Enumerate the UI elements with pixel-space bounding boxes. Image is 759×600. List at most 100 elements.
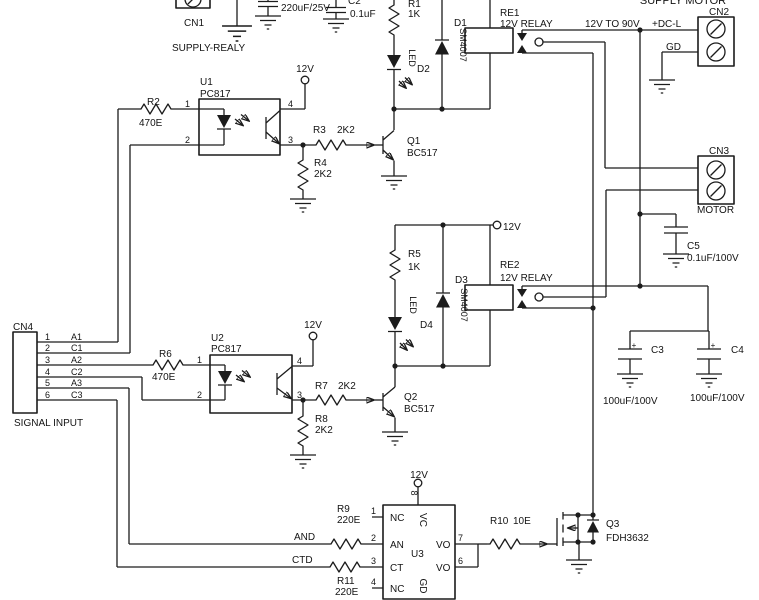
d3-ref: D3 (455, 275, 468, 286)
relay-re1-contacts (517, 30, 698, 169)
optocoupler-u2 (209, 331, 318, 414)
resistor-r11-line (117, 561, 383, 573)
connector-cn3 (697, 155, 735, 205)
u1-pin3: 3 (288, 135, 293, 145)
resistor-r5 (389, 225, 401, 317)
connector-cn1 (175, 0, 211, 9)
u1-pin4: 4 (288, 99, 293, 109)
header-partial: SUPPLY MOTOR (640, 0, 726, 7)
resistor-r10 (478, 538, 557, 550)
wire-re2no (522, 285, 709, 331)
ground-cn1 (221, 0, 253, 42)
cn4-pin6-num: 6 (45, 390, 50, 400)
cn3-name: CN3 (709, 146, 729, 157)
resistor-r9-line (129, 538, 383, 550)
cn1-name: CN1 (184, 18, 204, 29)
u3-an: AN (390, 540, 404, 551)
d1-val: SM4007 (458, 28, 468, 62)
c2-ref: C2 (348, 0, 361, 7)
re2-val: 12V RELAY (500, 273, 553, 284)
u2-pin4: 4 (297, 356, 302, 366)
cn4-pin4-num: 4 (45, 367, 50, 377)
resistor-r6 (37, 359, 210, 371)
cn4-pin3-label: A2 (71, 355, 82, 365)
u3-nc2: NC (390, 584, 404, 595)
signal-ctd: CTD (292, 555, 313, 566)
u2-pin3: 3 (297, 390, 302, 400)
u3-vo2: VO (436, 563, 451, 574)
resistor-r2 (118, 103, 199, 115)
diode-d3 (436, 225, 450, 366)
transistor-q2 (381, 366, 409, 446)
c2-val: 0.1uF (350, 9, 376, 20)
re1-ref: RE1 (500, 8, 520, 19)
r8-val: 2K2 (315, 425, 333, 436)
c5-ref: C5 (687, 241, 700, 252)
u3-ct: CT (390, 563, 403, 574)
u3-pin2-num: 2 (371, 533, 376, 543)
d2-ref: D2 (417, 64, 430, 75)
r10-val: 10E (513, 516, 531, 527)
r2-val: 470E (139, 118, 163, 129)
u3-pin7-num: 7 (458, 533, 463, 543)
labels: CN1 SUPPLY-REALY 220uF/25V C2 0.1uF SUPP… (13, 0, 745, 598)
cn4-pin1-label: A1 (71, 332, 82, 342)
u1-pin1: 1 (185, 99, 190, 109)
r3-ref: R3 (313, 125, 326, 136)
signal-and: AND (294, 532, 315, 543)
r6-ref: R6 (159, 349, 172, 360)
u3-ref: U3 (411, 549, 424, 560)
q1-ref: Q1 (407, 136, 421, 147)
resistor-r1 (388, 0, 400, 55)
cn4-pin5-num: 5 (45, 378, 50, 388)
re2-ref: RE2 (500, 260, 520, 271)
resistor-r8 (289, 397, 317, 469)
d2-val: LED (407, 49, 417, 67)
led-d2 (387, 55, 412, 109)
dcl: +DC-L (652, 19, 682, 30)
optocoupler-u1 (198, 75, 310, 156)
cn3-label: MOTOR (697, 205, 734, 216)
r9-val: 220E (337, 515, 361, 526)
r5-val: 1K (408, 262, 421, 273)
r1-val: 1K (408, 9, 421, 20)
r4-ref: R4 (314, 158, 327, 169)
connector-cn4 (12, 331, 130, 567)
d1-ref: D1 (454, 18, 467, 29)
q3-ref: Q3 (606, 519, 620, 530)
resistor-r3 (280, 139, 383, 151)
wire-c1-up (129, 144, 199, 353)
u1-val: PC817 (200, 89, 231, 100)
cn4-pin4-label: C2 (71, 367, 83, 377)
cn4-pin1-num: 1 (45, 332, 50, 342)
cn4-pin5-label: A3 (71, 378, 82, 388)
re1-val: 12V RELAY (500, 19, 553, 30)
cn4-pin3-num: 3 (45, 355, 50, 365)
relay-re2-coil (464, 225, 514, 366)
u3-pin8-num: 8 (409, 490, 419, 495)
diode-d1 (435, 0, 449, 109)
wire-c2row (37, 376, 210, 401)
u2-12v: 12V (304, 320, 322, 331)
q2-val: BC517 (404, 404, 435, 415)
r3-val: 2K2 (337, 125, 355, 136)
u2-ref: U2 (211, 333, 224, 344)
r11-val: 220E (335, 587, 359, 598)
led-d4 (388, 317, 413, 366)
mosfet-q3 (556, 512, 599, 574)
relay-re1-coil (464, 0, 514, 109)
r5-ref: R5 (408, 249, 421, 260)
capacitor-c5 (640, 213, 690, 268)
cn4-pin2-num: 2 (45, 343, 50, 353)
capacitor-c1 (254, 0, 282, 30)
cn4-name: CN4 (13, 322, 33, 333)
wire-motor2 (605, 189, 698, 297)
cn4-pin6-label: C3 (71, 390, 83, 400)
r11-ref: R11 (337, 576, 355, 587)
u3-pin4-num: 4 (371, 577, 376, 587)
c4-val: 100uF/100V (690, 393, 745, 404)
capacitor-c4 (695, 331, 723, 388)
d4-ref: D4 (420, 320, 433, 331)
